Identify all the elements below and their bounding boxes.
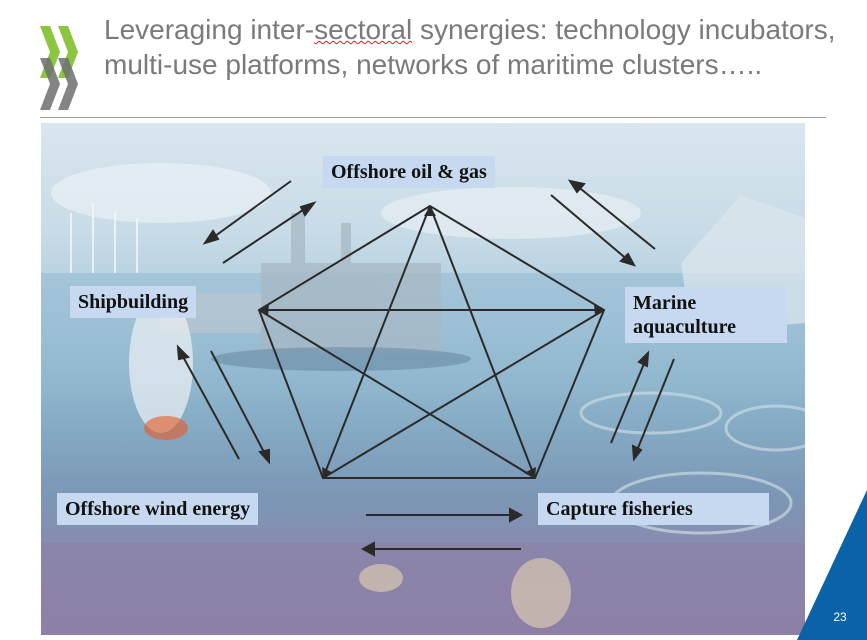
title-divider	[40, 117, 826, 118]
node-shipbuilding: Shipbuilding	[70, 286, 196, 318]
node-offshore-wind-energy: Offshore wind energy	[57, 493, 258, 525]
oecd-logo	[38, 22, 88, 112]
logo-chevron-grey-left	[40, 58, 60, 110]
background-scene	[41, 123, 805, 635]
ocean-background-image: Offshore oil & gas Shipbuilding Marine a…	[41, 123, 805, 635]
fire	[144, 416, 188, 440]
cloud	[51, 163, 271, 223]
seabed	[41, 543, 805, 635]
page-number: 23	[827, 610, 853, 624]
node-marine-aquaculture: Marine aquaculture	[625, 287, 787, 343]
coral	[359, 564, 403, 592]
slide-title: Leveraging inter-sectoral synergies: tec…	[104, 12, 844, 82]
offshore-platform	[261, 213, 441, 353]
spellcheck-word: sectoral	[314, 14, 412, 45]
node-capture-fisheries: Capture fisheries	[538, 493, 769, 525]
coral	[511, 558, 571, 628]
logo-chevron-grey-right	[58, 58, 78, 110]
node-offshore-oil-gas: Offshore oil & gas	[323, 156, 495, 188]
